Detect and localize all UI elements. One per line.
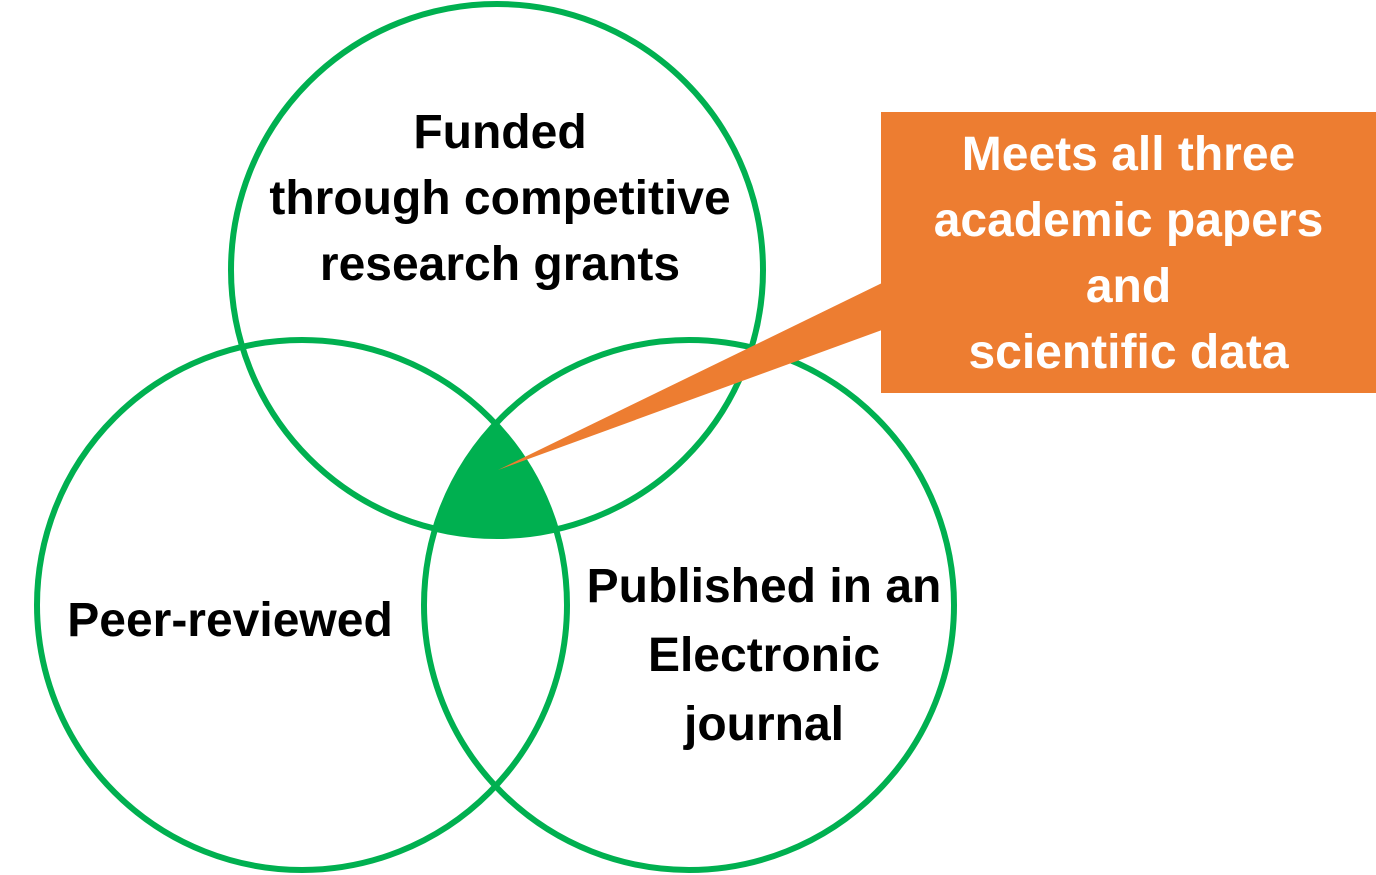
callout-pointer — [498, 283, 882, 470]
set-label-line: Published in an — [586, 560, 942, 613]
callout-line: scientific data — [968, 326, 1289, 379]
set-circle-peer-reviewed — [34, 337, 570, 873]
set-label-electronic-journal: Published in an Electronic journal — [568, 552, 960, 759]
set-label-funded: Funded through competitive research gran… — [240, 100, 760, 298]
set-label-line: Funded — [413, 106, 587, 159]
set-label-line: through competitive — [269, 172, 731, 225]
callout-box: Meets all three academic papers and scie… — [881, 112, 1376, 393]
set-label-line: Peer-reviewed — [67, 594, 393, 647]
set-circle-funded — [228, 1, 766, 539]
callout-line: academic papers — [933, 194, 1324, 247]
callout-line: and — [1085, 260, 1172, 313]
set-label-line: journal — [683, 698, 844, 751]
set-label-peer-reviewed: Peer-reviewed — [40, 588, 420, 654]
callout-line: Meets all three — [961, 128, 1296, 181]
set-label-line: research grants — [319, 238, 681, 291]
set-label-line: Electronic — [647, 629, 881, 682]
set-circle-electronic-journal — [421, 337, 957, 873]
